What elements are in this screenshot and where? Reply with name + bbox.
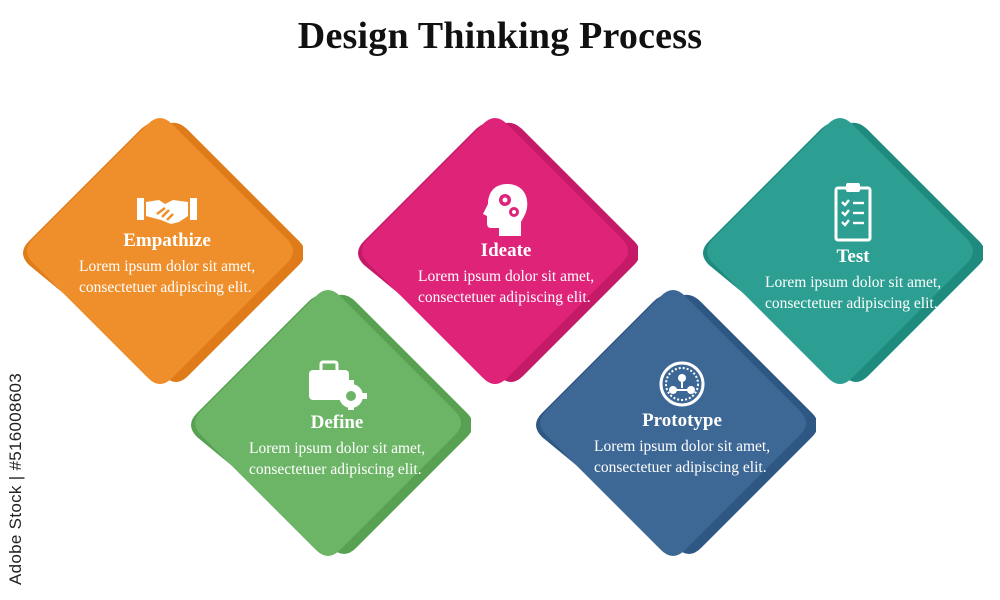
step-description: Lorem ipsum dolor sit amet, consectetuer… (594, 438, 771, 476)
step-description: Lorem ipsum dolor sit amet, consectetuer… (249, 440, 426, 478)
stock-watermark-id: Adobe Stock | #516008603 (6, 372, 25, 585)
clipboard-checklist-icon (834, 183, 872, 242)
step-content: Ideate Lorem ipsum dolor sit amet, conse… (416, 182, 596, 308)
step-define: Define Lorem ipsum dolor sit amet, conse… (185, 288, 471, 574)
step-heading: Empathize (123, 230, 211, 251)
page-title: Design Thinking Process (297, 15, 703, 57)
step-heading: Define (310, 412, 364, 433)
handshake-icon (137, 198, 197, 224)
step-content: Prototype Lorem ipsum dolor sit amet, co… (592, 360, 772, 478)
step-heading: Ideate (480, 240, 532, 261)
step-description: Lorem ipsum dolor sit amet, consectetuer… (765, 274, 942, 312)
step-description: Lorem ipsum dolor sit amet, consectetuer… (79, 258, 256, 296)
prototype-gauge-icon (659, 361, 705, 407)
step-content: Test Lorem ipsum dolor sit amet, consect… (763, 180, 943, 314)
diamond-shape (191, 290, 471, 556)
diamond-shape (23, 118, 303, 384)
step-content: Empathize Lorem ipsum dolor sit amet, co… (77, 192, 257, 298)
diamond-shape (536, 290, 816, 556)
step-empathize: Empathize Lorem ipsum dolor sit amet, co… (17, 116, 303, 402)
step-test: Test Lorem ipsum dolor sit amet, consect… (697, 116, 983, 402)
head-gears-icon (483, 184, 528, 236)
briefcase-gear-icon (309, 360, 367, 410)
diamond-shape (703, 118, 983, 384)
diamond-shape (358, 118, 638, 384)
step-heading: Prototype (642, 410, 722, 431)
step-prototype: Prototype Lorem ipsum dolor sit amet, co… (530, 288, 816, 574)
step-content: Define Lorem ipsum dolor sit amet, conse… (247, 358, 427, 480)
step-description: Lorem ipsum dolor sit amet, consectetuer… (418, 268, 595, 306)
step-ideate: Ideate Lorem ipsum dolor sit amet, conse… (352, 116, 638, 402)
step-heading: Test (836, 246, 870, 267)
